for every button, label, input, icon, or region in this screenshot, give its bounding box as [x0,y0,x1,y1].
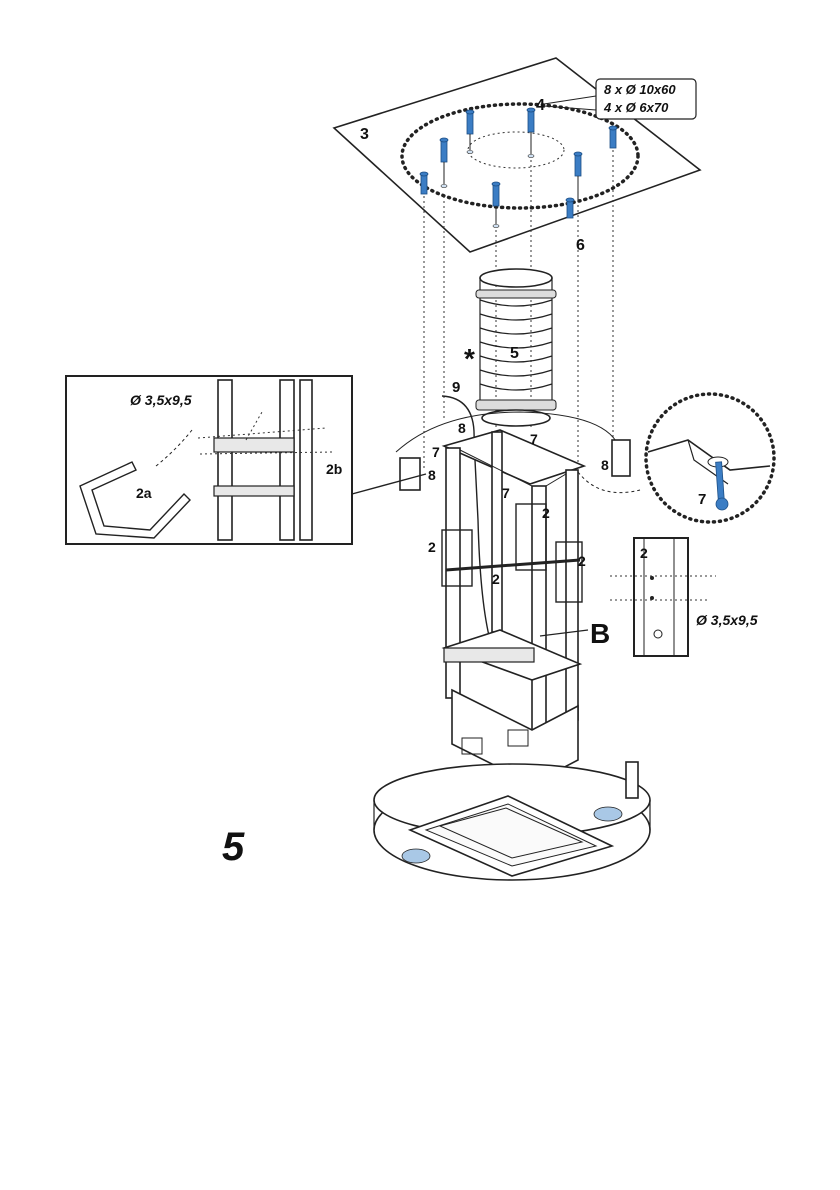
hood-canopy [374,762,650,880]
fixing-ref-label: 4 [536,97,545,114]
right-detail-inset [610,538,716,656]
fixing-spec-line2: 4 x Ø 6x70 [603,100,669,115]
step-number: 5 [222,825,245,869]
screw-8-label-left: 8 [428,467,436,483]
star-marker: * [464,343,475,374]
left-inset-screw-spec: Ø 3,5x9,5 [130,392,192,408]
cable-ref-label: 9 [452,379,460,396]
light-left [402,849,430,863]
column-ref-center: 2 [492,571,500,587]
screw-8-label-right: 8 [601,457,609,473]
duct-ref-label: 5 [510,345,519,362]
screw-8-label-top: 8 [458,420,466,436]
column-ref-right: 2 [578,553,586,569]
column-ref-left: 2 [428,539,436,555]
light-right [594,807,622,821]
right-inset-screw-spec: Ø 3,5x9,5 [696,612,758,628]
left-inset-part-a: 2a [136,485,152,501]
right-inset-ref: 2 [640,545,648,561]
screw-7-label-mid: 7 [502,485,510,501]
screw-7-label-left: 7 [432,444,440,460]
left-inset-part-b: 2b [326,461,342,477]
ceiling-ref-label: 3 [360,126,369,143]
bracket-ref-label: 6 [576,237,585,254]
circle-detail-ref: 7 [698,491,706,508]
left-detail-inset [66,376,426,544]
point-b-label: B [590,618,610,649]
screw-7-label-top: 7 [530,431,538,447]
column-ref-mid: 2 [542,505,550,521]
fixing-spec-line1: 8 x Ø 10x60 [604,82,676,97]
